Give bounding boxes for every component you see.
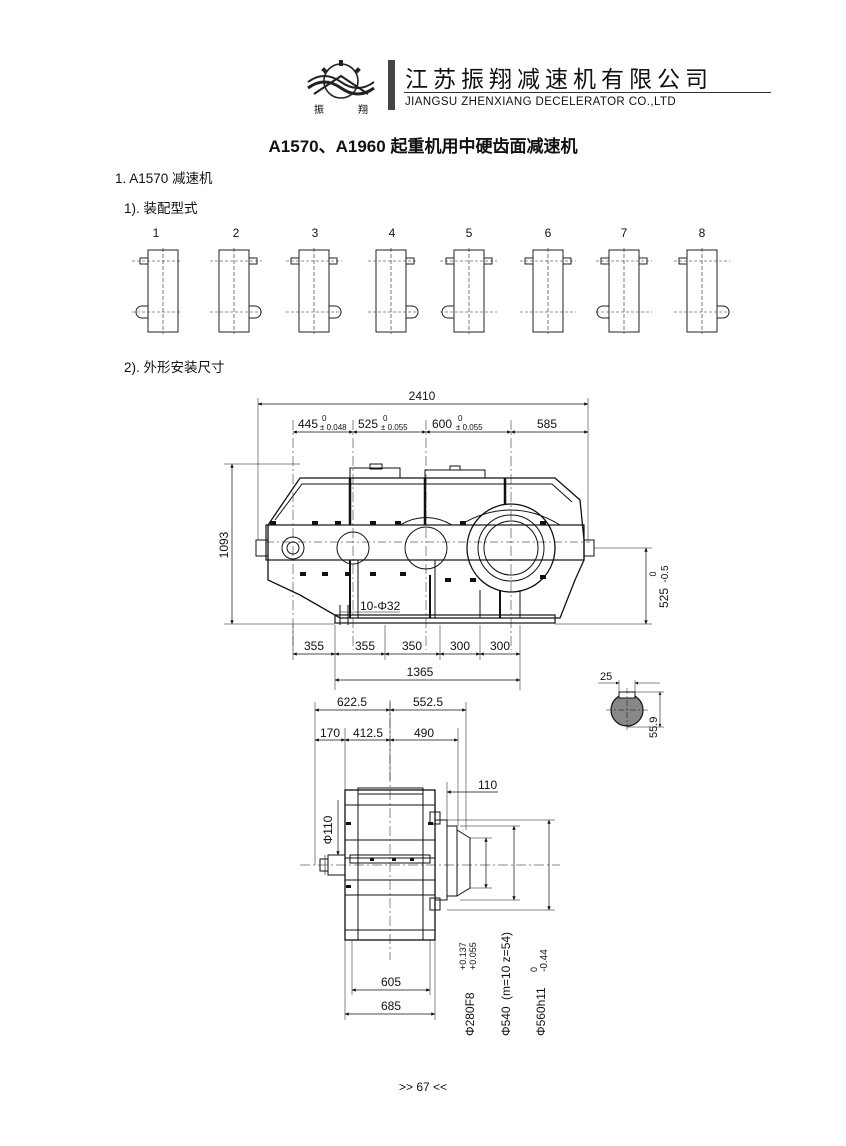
dim-center-2: 525	[358, 417, 378, 431]
dim-shaft-height: 525	[657, 588, 671, 608]
dim-center-2-tol: ± 0.055	[381, 423, 408, 432]
page-title: A1570、A1960 起重机用中硬齿面减速机	[268, 137, 578, 156]
dim-d280-tol-upper: +0.137	[458, 942, 468, 970]
dim-d540-note: (m=10 z=54)	[499, 932, 513, 1000]
keyway-section	[598, 680, 664, 732]
dim-center-1: 445	[298, 417, 318, 431]
assembly-type-5	[440, 248, 497, 334]
assembly-type-label: 7	[621, 226, 628, 240]
assembly-type-7	[596, 248, 652, 334]
dim-d560-tol-upper: 0	[529, 967, 539, 972]
dim-center-3-tol-upper: 0	[458, 414, 463, 423]
dim-shaft-height-tol-upper: 0	[648, 571, 658, 576]
company-name-en: JIANGSU ZHENXIANG DECELERATOR CO.,LTD	[405, 96, 677, 108]
logo-char-2: 翔	[358, 103, 368, 116]
dim-base-4: 300	[450, 639, 470, 653]
dim-height: 1093	[217, 531, 231, 558]
assembly-type-8	[674, 248, 730, 334]
dim-side-w6: 110	[478, 778, 497, 792]
assembly-type-4	[368, 248, 419, 334]
assembly-type-label: 4	[389, 226, 396, 240]
bolt-spec: 10-Φ32	[360, 599, 401, 613]
assembly-type-label: 8	[699, 226, 706, 240]
dim-input-shaft-dia: Φ110	[321, 815, 335, 844]
dim-side-w1: 622.5	[337, 695, 367, 709]
assembly-type-label: 6	[545, 226, 552, 240]
dim-d540: Φ540	[499, 1006, 513, 1036]
dim-base-inner: 605	[381, 975, 401, 989]
dim-base-2: 355	[355, 639, 375, 653]
dim-side-w4: 412.5	[353, 726, 383, 740]
dim-center-2-tol-upper: 0	[383, 414, 388, 423]
dim-base-3: 350	[402, 639, 422, 653]
keyway-depth: 55.9	[648, 717, 660, 738]
company-logo: 振 翔	[307, 60, 375, 116]
keyway-width: 25	[600, 671, 612, 683]
assembly-type-1	[132, 248, 180, 334]
section-heading: 1. A1570 减速机	[115, 171, 213, 186]
logo-char-1: 振	[314, 103, 324, 116]
dim-side-w3: 170	[320, 726, 340, 740]
assembly-type-diagrams: 1 2 3 4 5 6 7 8	[153, 226, 706, 240]
assembly-type-3	[286, 248, 342, 334]
header-divider-bar	[388, 60, 395, 110]
assembly-type-label: 3	[312, 226, 319, 240]
subsection-assembly-types: 1). 装配型式	[124, 201, 198, 216]
dim-base-1: 355	[304, 639, 324, 653]
dim-center-4: 585	[537, 417, 557, 431]
dim-base-outer: 685	[381, 999, 401, 1013]
assembly-type-label: 5	[466, 226, 473, 240]
dim-d280-tol-lower: +0.055	[468, 942, 478, 970]
dim-d280: Φ280F8	[463, 992, 477, 1036]
dim-center-3-tol: ± 0.055	[456, 423, 483, 432]
subsection-dimensions: 2). 外形安装尺寸	[124, 360, 225, 375]
dim-base-total: 1365	[407, 665, 434, 679]
front-view-drawing	[224, 398, 652, 690]
dim-base-5: 300	[490, 639, 510, 653]
dim-overall-length: 2410	[409, 389, 436, 403]
side-view-drawing	[300, 700, 560, 1020]
dim-side-w5: 490	[414, 726, 434, 740]
assembly-type-label: 2	[233, 226, 240, 240]
assembly-type-label: 1	[153, 226, 160, 240]
assembly-type-6	[520, 248, 576, 334]
company-name-cn: 江苏振翔减速机有限公司	[405, 66, 713, 92]
dim-d560-tol-lower: -0.44	[539, 949, 550, 972]
dim-center-1-tol: ± 0.048	[320, 423, 347, 432]
dim-center-1-tol-upper: 0	[322, 414, 327, 423]
dim-shaft-height-tol-lower: -0.5	[660, 565, 671, 583]
dim-center-3: 600	[432, 417, 452, 431]
assembly-type-2	[210, 248, 262, 334]
page-number: >> 67 <<	[398, 1080, 448, 1094]
dim-side-w2: 552.5	[413, 695, 443, 709]
dim-d560: Φ560h11	[534, 987, 548, 1036]
header-rule	[404, 92, 771, 94]
